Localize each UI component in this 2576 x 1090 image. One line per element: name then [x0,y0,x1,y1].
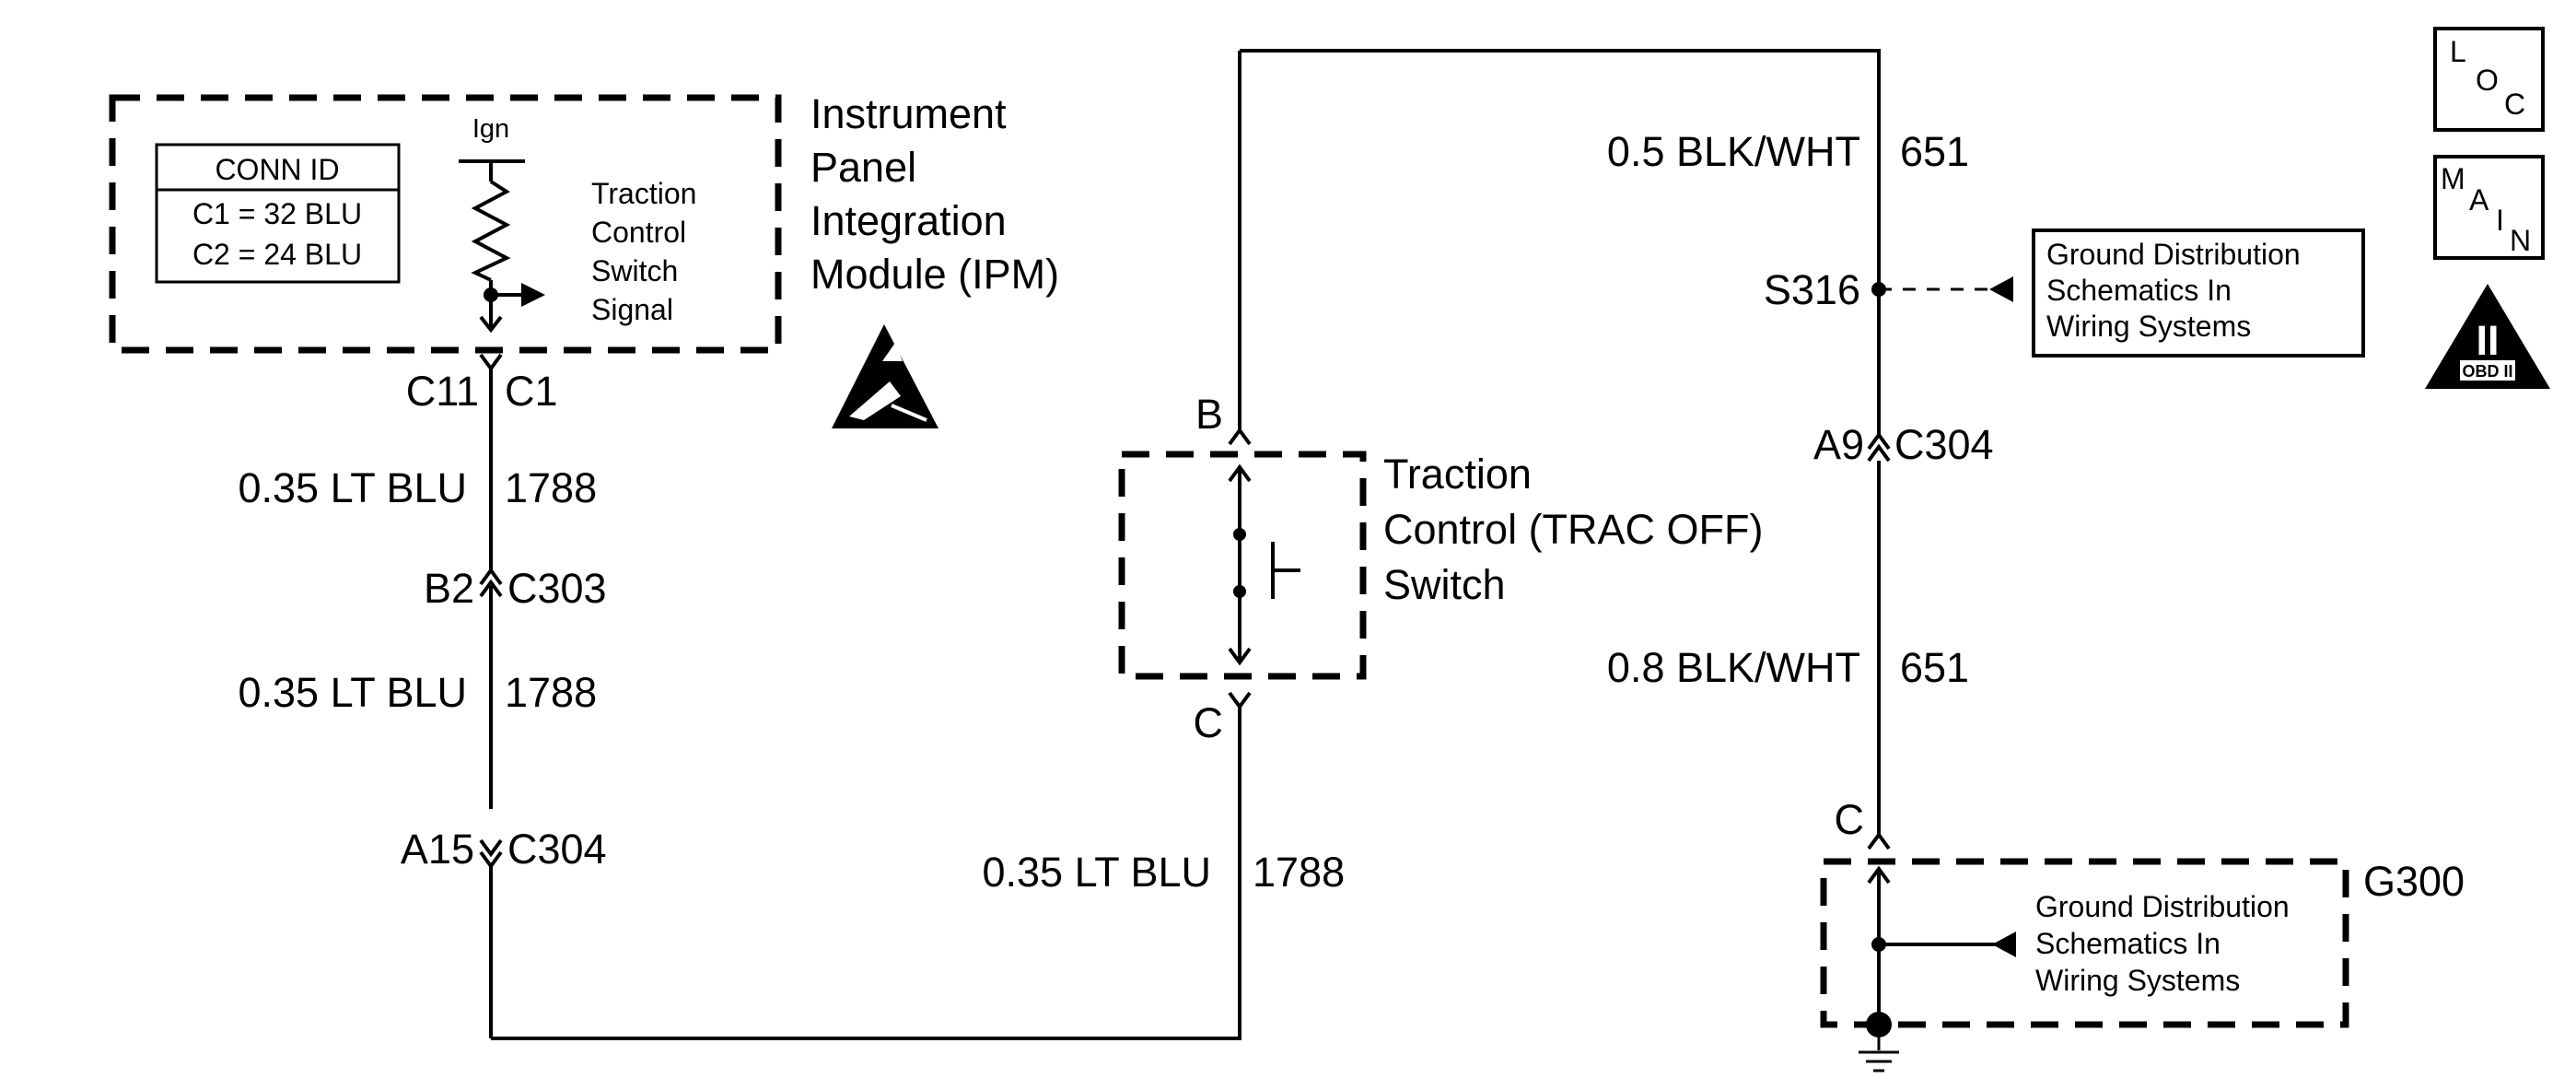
ipm-title-line-3: Integration [810,197,1007,244]
svg-text:N: N [2510,224,2531,257]
svg-text:OBD II: OBD II [2462,362,2512,381]
right-circuit-1: 651 [1900,128,1969,175]
conn-id-row-1: C1 = 32 BLU [192,197,362,230]
splice-reference-box: Ground Distribution Schematics In Wiring… [2032,229,2365,357]
splice-ref-line-3: Wiring Systems [2046,310,2251,343]
ign-label: Ign [472,114,509,144]
ipm-title-line-4: Module (IPM) [810,251,1059,298]
switch-title-line-2: Control (TRAC OFF) [1383,506,1764,553]
svg-text:II: II [2476,317,2499,364]
switch-title-line-3: Switch [1383,561,1506,608]
wire-circuit-2: 1788 [505,669,597,716]
ipm-connector-label: C1 [505,368,558,415]
ground-eyelet-icon [1866,1012,1892,1037]
conn-id-row-2: C2 = 24 BLU [192,238,362,271]
splice-ref-arrow-icon [1989,276,2013,302]
splice-ref-line-1: Ground Distribution [2046,238,2301,271]
ground-terminal-c: C [1835,796,1865,843]
switch-title-line-1: Traction [1383,451,1532,498]
svg-text:L: L [2450,35,2466,68]
splice-ref-line-2: Schematics In [2046,274,2232,307]
ipm-title-line-2: Panel [810,144,916,191]
main-icon: M A I N [2433,155,2545,260]
obd-ii-icon: II OBD II [2425,284,2550,389]
input-chevron-icon [479,315,503,334]
c304-right-label: C304 [1894,421,1994,468]
switch-contact-top [1233,528,1246,541]
wire-gauge-color-2: 0.35 LT BLU [239,669,468,716]
traction-control-switch: B C Traction Control (TRAC OFF) Switch [1118,51,1764,746]
wire-gauge-color-1: 0.35 LT BLU [239,464,468,511]
right-gauge-color-1: 0.5 BLK/WHT [1607,128,1860,175]
switch-contact-bottom [1233,585,1246,598]
ground-dashed-border [1820,858,2349,1028]
ground-ref-line-1: Ground Distribution [2035,890,2290,923]
c304-left-connector-icon [479,838,503,858]
pullup-resistor-icon [471,180,511,282]
esd-warning-icon [832,324,938,428]
svg-text:C: C [2504,88,2525,121]
ipm-module: CONN ID C1 = 32 BLU C2 = 24 BLU Ign Trac… [109,90,1059,428]
ground-ref-line-2: Schematics In [2035,927,2220,960]
signal-line-1: Traction [591,177,696,210]
svg-text:A: A [2469,183,2489,217]
wire-circuit-1: 1788 [505,464,597,511]
left-wire: C11 C1 0.35 LT BLU 1788 B2 C303 0.35 LT … [239,353,607,1038]
splice-s316-label: S316 [1764,266,1860,313]
svg-text:I: I [2496,204,2504,237]
ground-symbol-icon [1859,1037,1899,1072]
right-wire: 0.5 BLK/WHT 651 S316 Ground Distribution… [1240,49,2365,850]
switch-dashed-border [1118,451,1367,680]
loc-icon: L O C [2433,27,2545,132]
ipm-title-line-1: Instrument [810,90,1007,137]
bottom-circuit: 1788 [1253,849,1345,896]
switch-terminal-b: B [1195,391,1223,438]
right-gauge-color-2: 0.8 BLK/WHT [1607,644,1860,691]
c303-pin: B2 [424,565,474,612]
conn-id-box: CONN ID C1 = 32 BLU C2 = 24 BLU [155,143,401,284]
signal-line-3: Switch [591,254,678,287]
svg-text:O: O [2476,64,2499,97]
ground-ref-arrow-icon [1992,932,2016,957]
signal-arrow-icon [521,283,545,307]
bottom-gauge-color: 0.35 LT BLU [983,849,1212,896]
c304-right-connector-icon [1867,431,1891,451]
ground-g300: G300 Ground Distribution Schematics In W… [1820,858,2465,1072]
ipm-pin-label: C11 [406,368,479,415]
c303-label: C303 [507,565,607,612]
ipm-dashed-border [109,94,782,354]
c304-right-pin: A9 [1813,421,1864,468]
signal-line-2: Control [591,216,686,249]
bottom-wire: 0.35 LT BLU 1788 [491,708,1345,1040]
ground-ref-line-3: Wiring Systems [2035,964,2240,997]
c304-left-label: C304 [507,826,607,873]
svg-text:M: M [2441,162,2465,195]
ground-label: G300 [2363,858,2465,905]
signal-line-4: Signal [591,293,673,326]
c303-connector-icon [479,579,503,598]
c304-left-pin: A15 [401,826,474,873]
switch-terminal-c: C [1194,699,1224,746]
right-circuit-2: 651 [1900,644,1969,691]
conn-id-header: CONN ID [215,153,339,186]
